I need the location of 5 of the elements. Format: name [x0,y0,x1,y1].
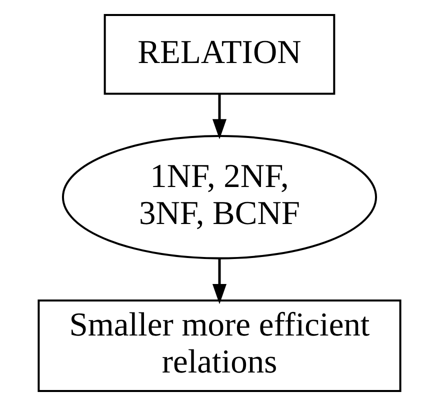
node-ellipse: 1NF, 2NF, 3NF, BCNF [61,134,377,260]
node-box: Smaller more efficient relations [37,300,401,392]
arrow [212,94,226,140]
arrow [212,258,226,304]
node-box: RELATION [103,14,335,95]
